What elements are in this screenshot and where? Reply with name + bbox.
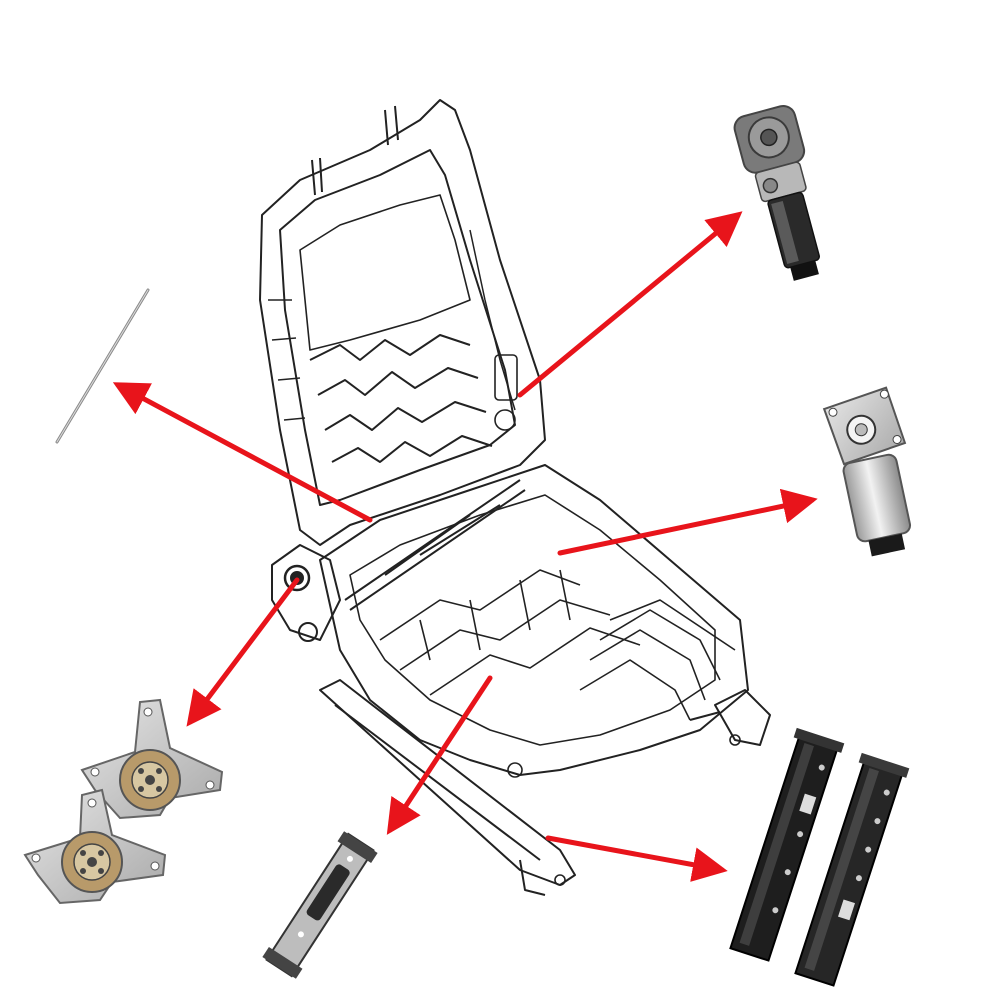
backrest-upper-panel xyxy=(299,194,471,351)
seat-rails-part xyxy=(729,727,910,987)
arrow-to-recliner-motor xyxy=(517,211,743,398)
backrest-springs xyxy=(309,334,493,463)
seat-inner-frame xyxy=(349,494,716,746)
callout-arrows xyxy=(112,211,818,882)
backrest-inner-frame xyxy=(279,149,516,506)
headrest-post-left xyxy=(311,157,323,196)
backrest-outer-frame xyxy=(259,99,546,546)
slide-rail-icon xyxy=(729,727,910,987)
backrest-side-right xyxy=(469,229,516,411)
arrow-to-steel-wire xyxy=(112,382,373,523)
seat-outer-frame xyxy=(319,464,749,776)
height-motor-part xyxy=(822,386,912,557)
recliner-mechanism-part xyxy=(23,698,224,905)
seat-base-rails xyxy=(319,679,771,896)
recliner-disc-icon xyxy=(23,698,224,905)
seat-pivot-lower xyxy=(507,762,523,778)
hinge-plate xyxy=(271,544,341,641)
bracket-icon xyxy=(262,831,378,979)
recliner-hinge xyxy=(283,564,311,592)
arrow-to-seat-rails xyxy=(545,835,728,882)
backrest-gear-sketch xyxy=(494,409,516,431)
backrest-side-left xyxy=(268,299,306,421)
track-bracket-part xyxy=(262,831,378,979)
seat-front-pan xyxy=(579,599,736,721)
headrest-post-right xyxy=(384,105,399,146)
recliner-motor-part xyxy=(733,104,820,281)
arrow-to-track-bracket xyxy=(386,675,493,835)
steel-wire-part xyxy=(55,288,150,444)
arrow-to-height-motor xyxy=(557,488,818,556)
seat-cross-tubes xyxy=(344,479,526,611)
seat-frame-drawing xyxy=(259,99,771,896)
arrow-to-recliner-mechanism xyxy=(186,577,300,727)
rail-bolt-rear xyxy=(554,874,566,886)
gear-motor-icon xyxy=(733,104,820,281)
backrest-motor-sketch xyxy=(494,354,518,401)
rail-bolt-front xyxy=(729,734,741,746)
seat-wire-grid xyxy=(379,569,641,696)
dc-motor-icon xyxy=(822,386,912,557)
